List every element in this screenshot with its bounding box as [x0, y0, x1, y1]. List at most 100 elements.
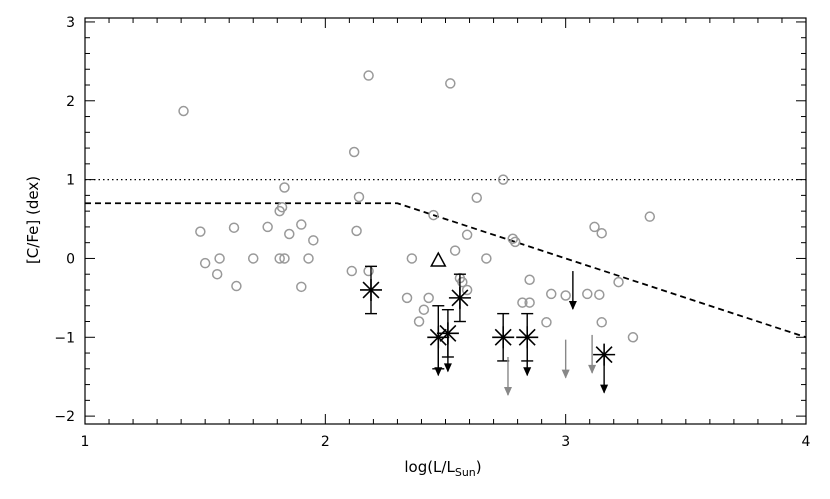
circle-point	[589, 221, 600, 233]
circle-point	[596, 227, 607, 239]
circle-point	[401, 292, 413, 304]
arrow-head	[561, 369, 570, 379]
circle-point	[627, 332, 639, 343]
asterisk-stroke	[451, 289, 469, 307]
y-tick-label: 1	[66, 173, 75, 189]
circle-point	[594, 289, 605, 300]
circle-point	[211, 268, 223, 280]
arrow-head	[443, 363, 452, 373]
circle-point	[195, 226, 206, 237]
upper-limit-arrow	[588, 334, 597, 374]
y-tick-label: 3	[66, 15, 75, 31]
circle-point	[262, 221, 273, 233]
arrow-head	[523, 367, 532, 377]
circle-point	[644, 211, 656, 222]
arrow-head	[503, 386, 512, 396]
circle-point	[509, 236, 521, 248]
circle-point	[363, 70, 374, 81]
circle-point	[247, 253, 259, 264]
x-axis-label-main: log(L/L	[404, 458, 455, 476]
arrow-head	[568, 301, 577, 311]
y-tick-label: −2	[54, 409, 75, 425]
circle-point	[418, 304, 430, 315]
arrow-head	[434, 367, 443, 377]
circle-point	[428, 209, 439, 221]
y-tick-label: 0	[66, 251, 75, 267]
y-axis-label: [C/Fe] (dex)	[24, 176, 42, 264]
asterisk-stroke	[494, 328, 512, 346]
circle-point	[457, 276, 468, 288]
circle-point	[545, 288, 557, 300]
asterisk-point	[359, 278, 382, 301]
circle-point	[517, 297, 528, 308]
circle-point	[231, 280, 242, 292]
circle-point	[481, 253, 492, 264]
circle-point	[228, 222, 240, 233]
circle-point	[449, 245, 461, 256]
x-axis-label-subscript: Sun	[455, 466, 476, 479]
arrow-head	[600, 384, 609, 394]
circle-point	[560, 290, 571, 301]
circle-point	[423, 292, 434, 304]
circle-point	[413, 316, 425, 327]
x-axis-label-close: )	[476, 458, 482, 476]
asterisk-stroke	[362, 281, 380, 299]
circle-point	[214, 253, 225, 264]
x-axis-label: log(L/LSun)	[404, 458, 481, 479]
circle-point	[199, 257, 211, 269]
x-tick-label: 1	[81, 434, 90, 450]
circle-point	[613, 276, 624, 288]
circle-point	[279, 253, 290, 264]
circle-point	[351, 225, 362, 237]
circle-point	[353, 191, 365, 203]
circle-point	[303, 253, 314, 264]
x-tick-label: 2	[321, 434, 330, 450]
upper-limit-arrow	[443, 333, 452, 373]
circle-point	[346, 265, 358, 277]
upper-limit-arrow	[600, 354, 609, 394]
errorbar-point	[448, 273, 471, 323]
upper-limit-arrow	[568, 271, 577, 311]
upper-limit-arrow	[561, 339, 570, 379]
y-tick-label: −1	[54, 330, 75, 346]
asterisk-stroke	[439, 324, 457, 342]
circle-point	[363, 265, 374, 277]
asterisk-point	[448, 286, 471, 309]
circle-point	[348, 146, 360, 158]
reference-lines	[85, 178, 807, 339]
dashed-reference-line	[85, 202, 807, 339]
upper-limit-arrow	[523, 337, 532, 377]
circle-point	[461, 229, 473, 241]
x-tick-label: 4	[802, 434, 811, 450]
circle-point	[296, 281, 307, 293]
circle-point	[471, 192, 482, 203]
circle-point	[507, 233, 519, 244]
circle-point	[296, 219, 307, 230]
triangle-point	[430, 251, 447, 267]
circle-point	[582, 288, 593, 300]
circle-point	[497, 174, 509, 185]
asterisk-point	[492, 326, 515, 349]
circle-point	[279, 182, 290, 193]
circle-point	[284, 228, 295, 240]
plot-frame	[84, 17, 807, 425]
circle-point	[596, 317, 607, 328]
circle-point	[461, 284, 473, 296]
circle-point	[274, 253, 285, 264]
upper-limit-arrow	[434, 337, 443, 377]
upper-limit-arrow	[503, 356, 512, 396]
circle-point	[406, 253, 418, 264]
circle-point	[308, 235, 319, 246]
x-tick-label: 3	[561, 434, 570, 450]
circle-point	[178, 105, 189, 117]
data-marks	[178, 70, 656, 396]
errorbar-point	[492, 312, 515, 362]
circle-point	[524, 297, 535, 308]
circle-point	[445, 78, 456, 89]
arrow-head	[588, 364, 597, 374]
errorbar-point	[359, 265, 382, 315]
circle-point	[541, 317, 552, 328]
circle-point	[276, 201, 288, 213]
